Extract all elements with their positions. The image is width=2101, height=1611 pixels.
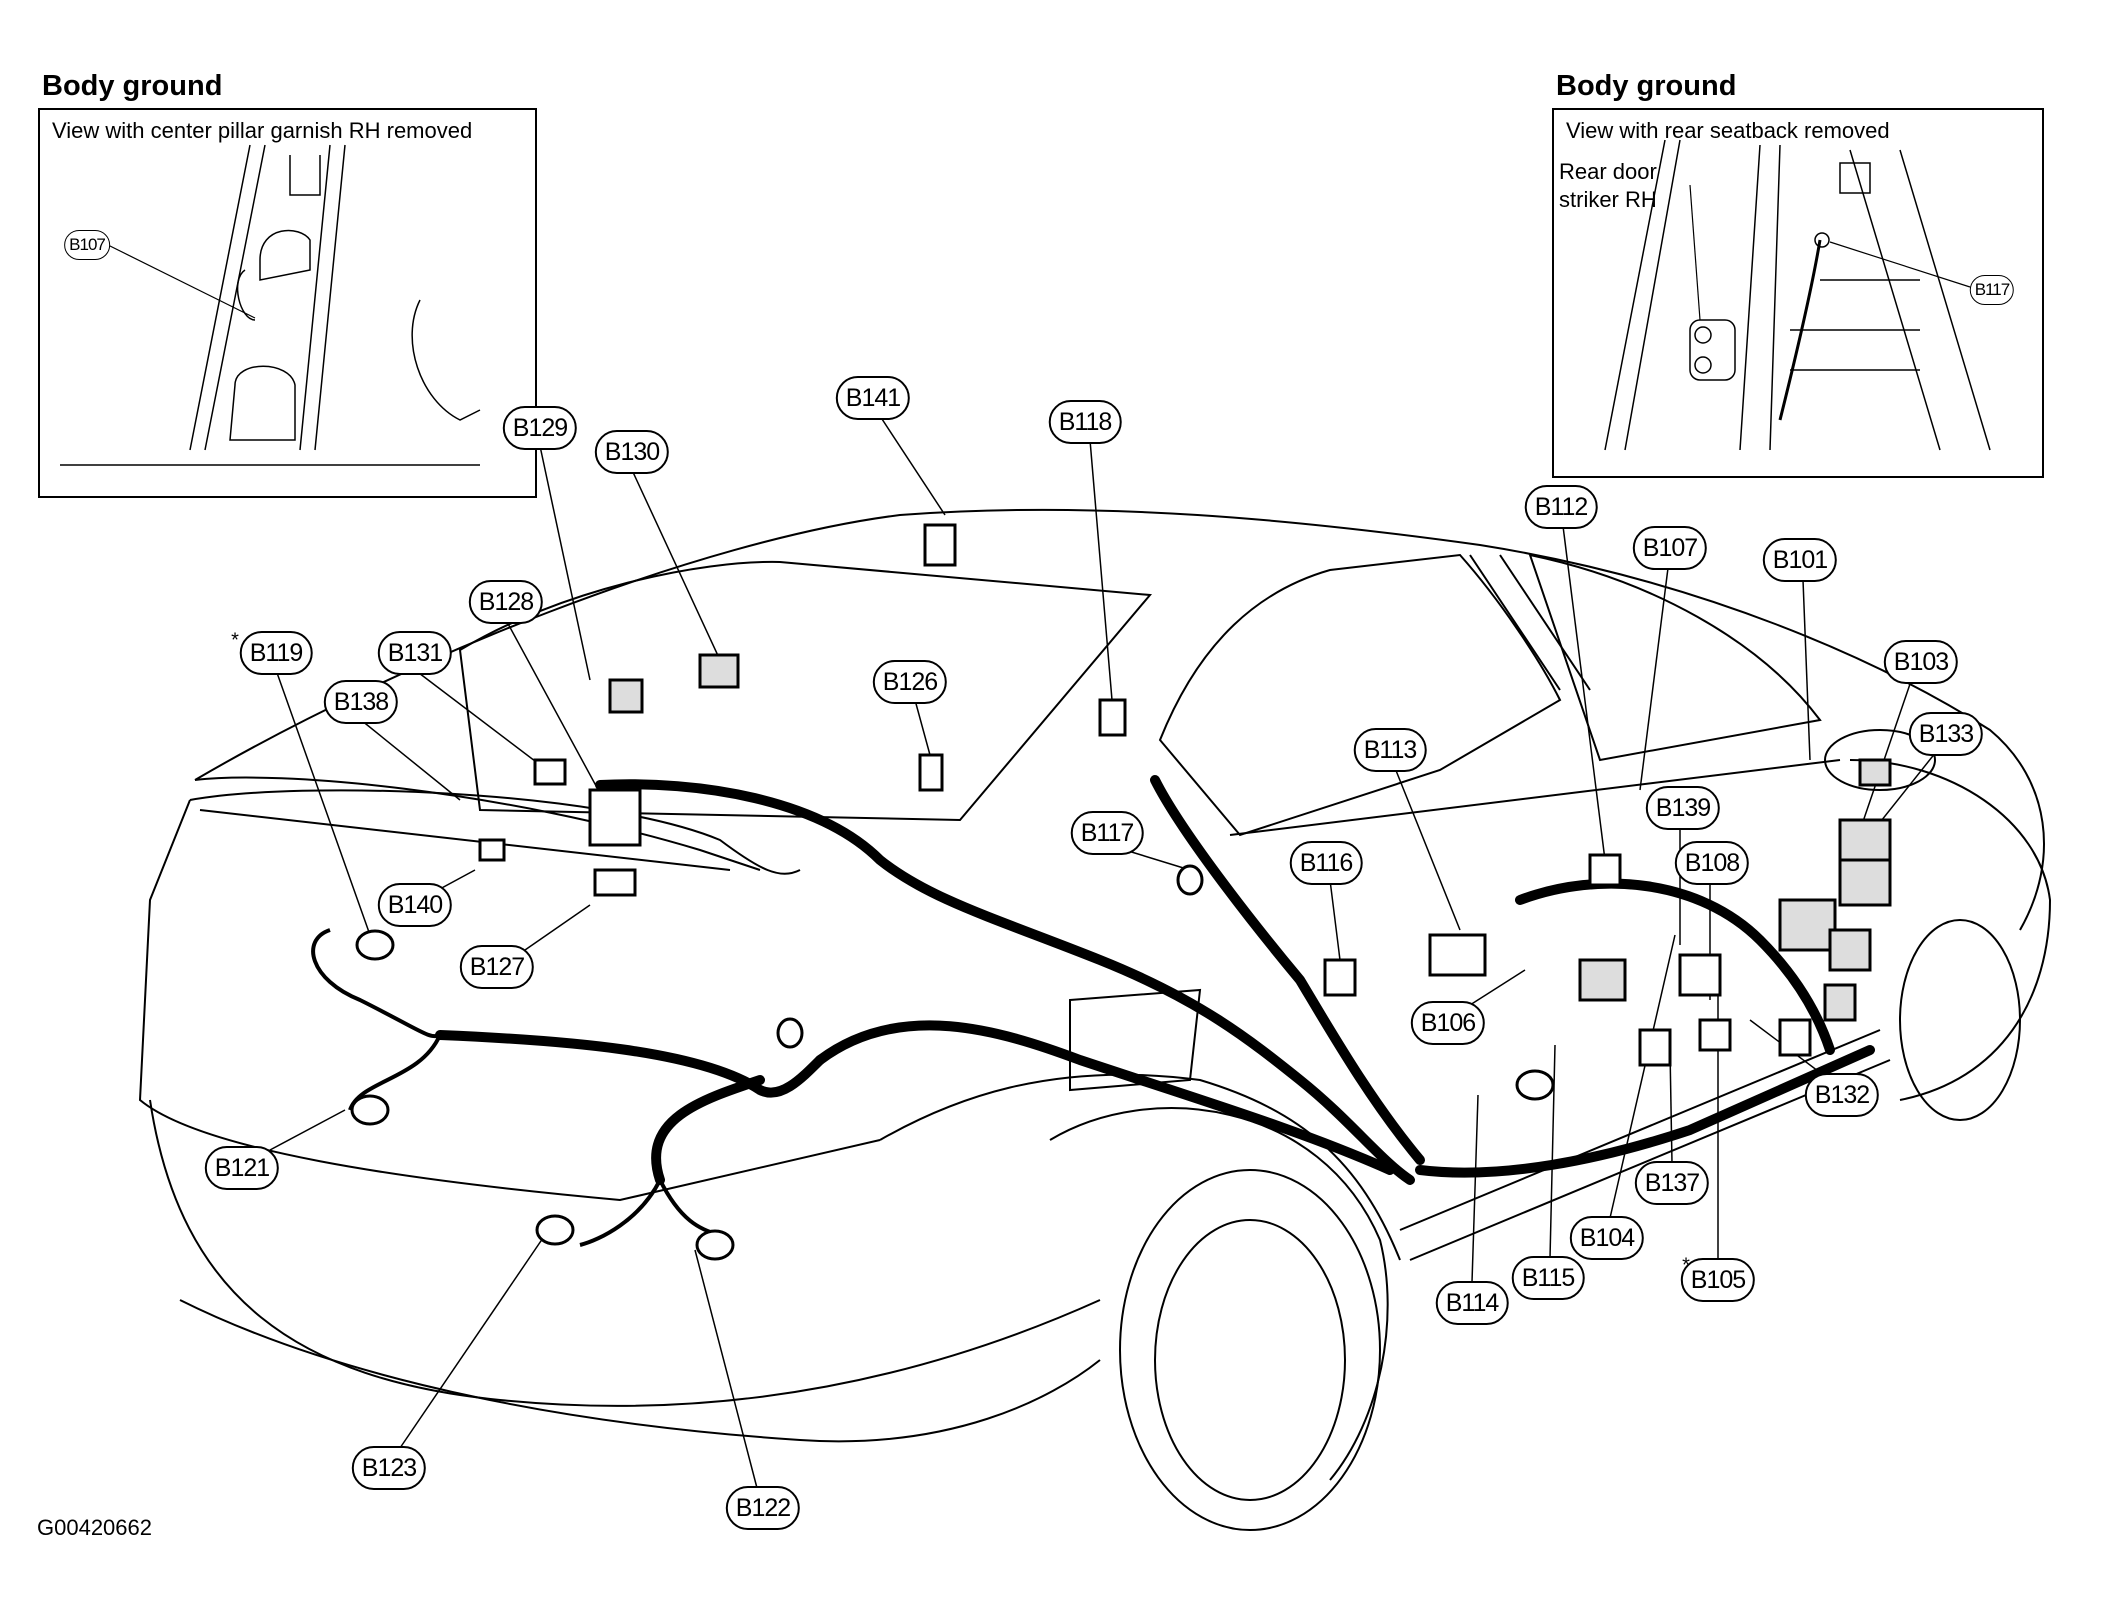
rear-door-frame xyxy=(1158,553,1562,837)
connector-label-b130: B130 xyxy=(594,430,670,474)
main-harness-pillar xyxy=(1150,775,1425,1165)
connector-label-b104: B104 xyxy=(1569,1216,1645,1260)
connector-label-b118: B118 xyxy=(1048,400,1122,444)
connector-label-b108: B108 xyxy=(1674,841,1750,885)
main-harness-door xyxy=(1515,878,1835,1055)
inset-connector-label: B117 xyxy=(1969,275,2015,305)
bumper-lower xyxy=(179,1299,1101,1443)
connector-label-b140: B140 xyxy=(377,883,453,927)
connector-label-b105: B105 xyxy=(1680,1258,1756,1302)
note-line-1: Rear door xyxy=(1559,159,1657,184)
connector-label-b107: B107 xyxy=(1632,526,1708,570)
inset-left-heading: Body ground xyxy=(42,70,223,102)
rear-wheel-arch xyxy=(1049,1107,1389,1481)
inset-right-art xyxy=(1604,139,1991,451)
connector-label-b116: B116 xyxy=(1289,841,1363,885)
connector-label-b117: B117 xyxy=(1070,811,1144,855)
connector-label-b106: B106 xyxy=(1410,1001,1486,1045)
main-harness-sill xyxy=(1415,1045,1875,1178)
inset-left-frame: View with center pillar garnish RH remov… xyxy=(38,108,537,498)
bumper-harness xyxy=(579,1179,721,1247)
connector-label-b122: B122 xyxy=(725,1486,801,1530)
inset-right-frame: View with rear seatback removed Rear doo… xyxy=(1552,108,2044,478)
inset-right-caption: View with rear seatback removed xyxy=(1566,118,1890,143)
asterisk-marker: * xyxy=(231,629,239,652)
front-door-window xyxy=(1528,553,1822,762)
inset-left-art xyxy=(60,144,481,466)
connector-label-b132: B132 xyxy=(1804,1073,1880,1117)
quarter-panel xyxy=(879,1073,1401,1261)
mirror-ring xyxy=(1824,729,1936,791)
leader-lines xyxy=(269,415,1937,1489)
connector-label-b127: B127 xyxy=(459,945,535,989)
main-harness-roof xyxy=(595,779,1415,1185)
connector-label-b141: B141 xyxy=(835,376,911,420)
connector-label-b133: B133 xyxy=(1908,712,1984,756)
connector-label-b114: B114 xyxy=(1435,1281,1509,1325)
connector-label-b112: B112 xyxy=(1524,485,1598,529)
note-line-2: striker RH xyxy=(1559,187,1657,212)
connector-label-b137: B137 xyxy=(1634,1161,1710,1205)
inset-right-heading: Body ground xyxy=(1556,70,1737,102)
connector-label-b123: B123 xyxy=(351,1446,427,1490)
front-wheel xyxy=(1899,919,2021,1121)
b-pillar xyxy=(1469,554,1591,691)
figure-id: G00420662 xyxy=(37,1515,152,1540)
connector-label-b101: B101 xyxy=(1762,538,1838,582)
connector-label-b126: B126 xyxy=(872,660,948,704)
inset-connector-label: B107 xyxy=(64,230,110,260)
rear-wheel-inner xyxy=(1154,1219,1346,1501)
front-fender xyxy=(1849,759,2052,1101)
connector-label-b103: B103 xyxy=(1883,640,1959,684)
main-harness-left xyxy=(815,1020,1395,1175)
inset-left-caption: View with center pillar garnish RH remov… xyxy=(52,118,473,143)
connector-blocks xyxy=(350,523,1892,1261)
connector-label-b131: B131 xyxy=(377,631,453,675)
connector-label-b128: B128 xyxy=(468,580,544,624)
connector-label-b129: B129 xyxy=(502,406,578,450)
main-harness-drop xyxy=(651,1075,765,1185)
rear-bumper xyxy=(149,1099,1101,1407)
connector-label-b139: B139 xyxy=(1645,786,1721,830)
trunk-lid xyxy=(138,789,881,1202)
connector-label-b113: B113 xyxy=(1353,728,1427,772)
connector-label-b115: B115 xyxy=(1511,1256,1585,1300)
rear-door-striker-note: Rear door striker RH xyxy=(1559,158,1657,214)
roof-line xyxy=(194,508,2045,931)
connector-label-b138: B138 xyxy=(323,680,399,724)
belt-line xyxy=(1229,759,1841,836)
connector-label-b119: B119 xyxy=(239,631,313,675)
connector-label-b121: B121 xyxy=(204,1146,280,1190)
main-harness-trunk xyxy=(435,1030,825,1098)
rear-wheel xyxy=(1119,1169,1381,1531)
